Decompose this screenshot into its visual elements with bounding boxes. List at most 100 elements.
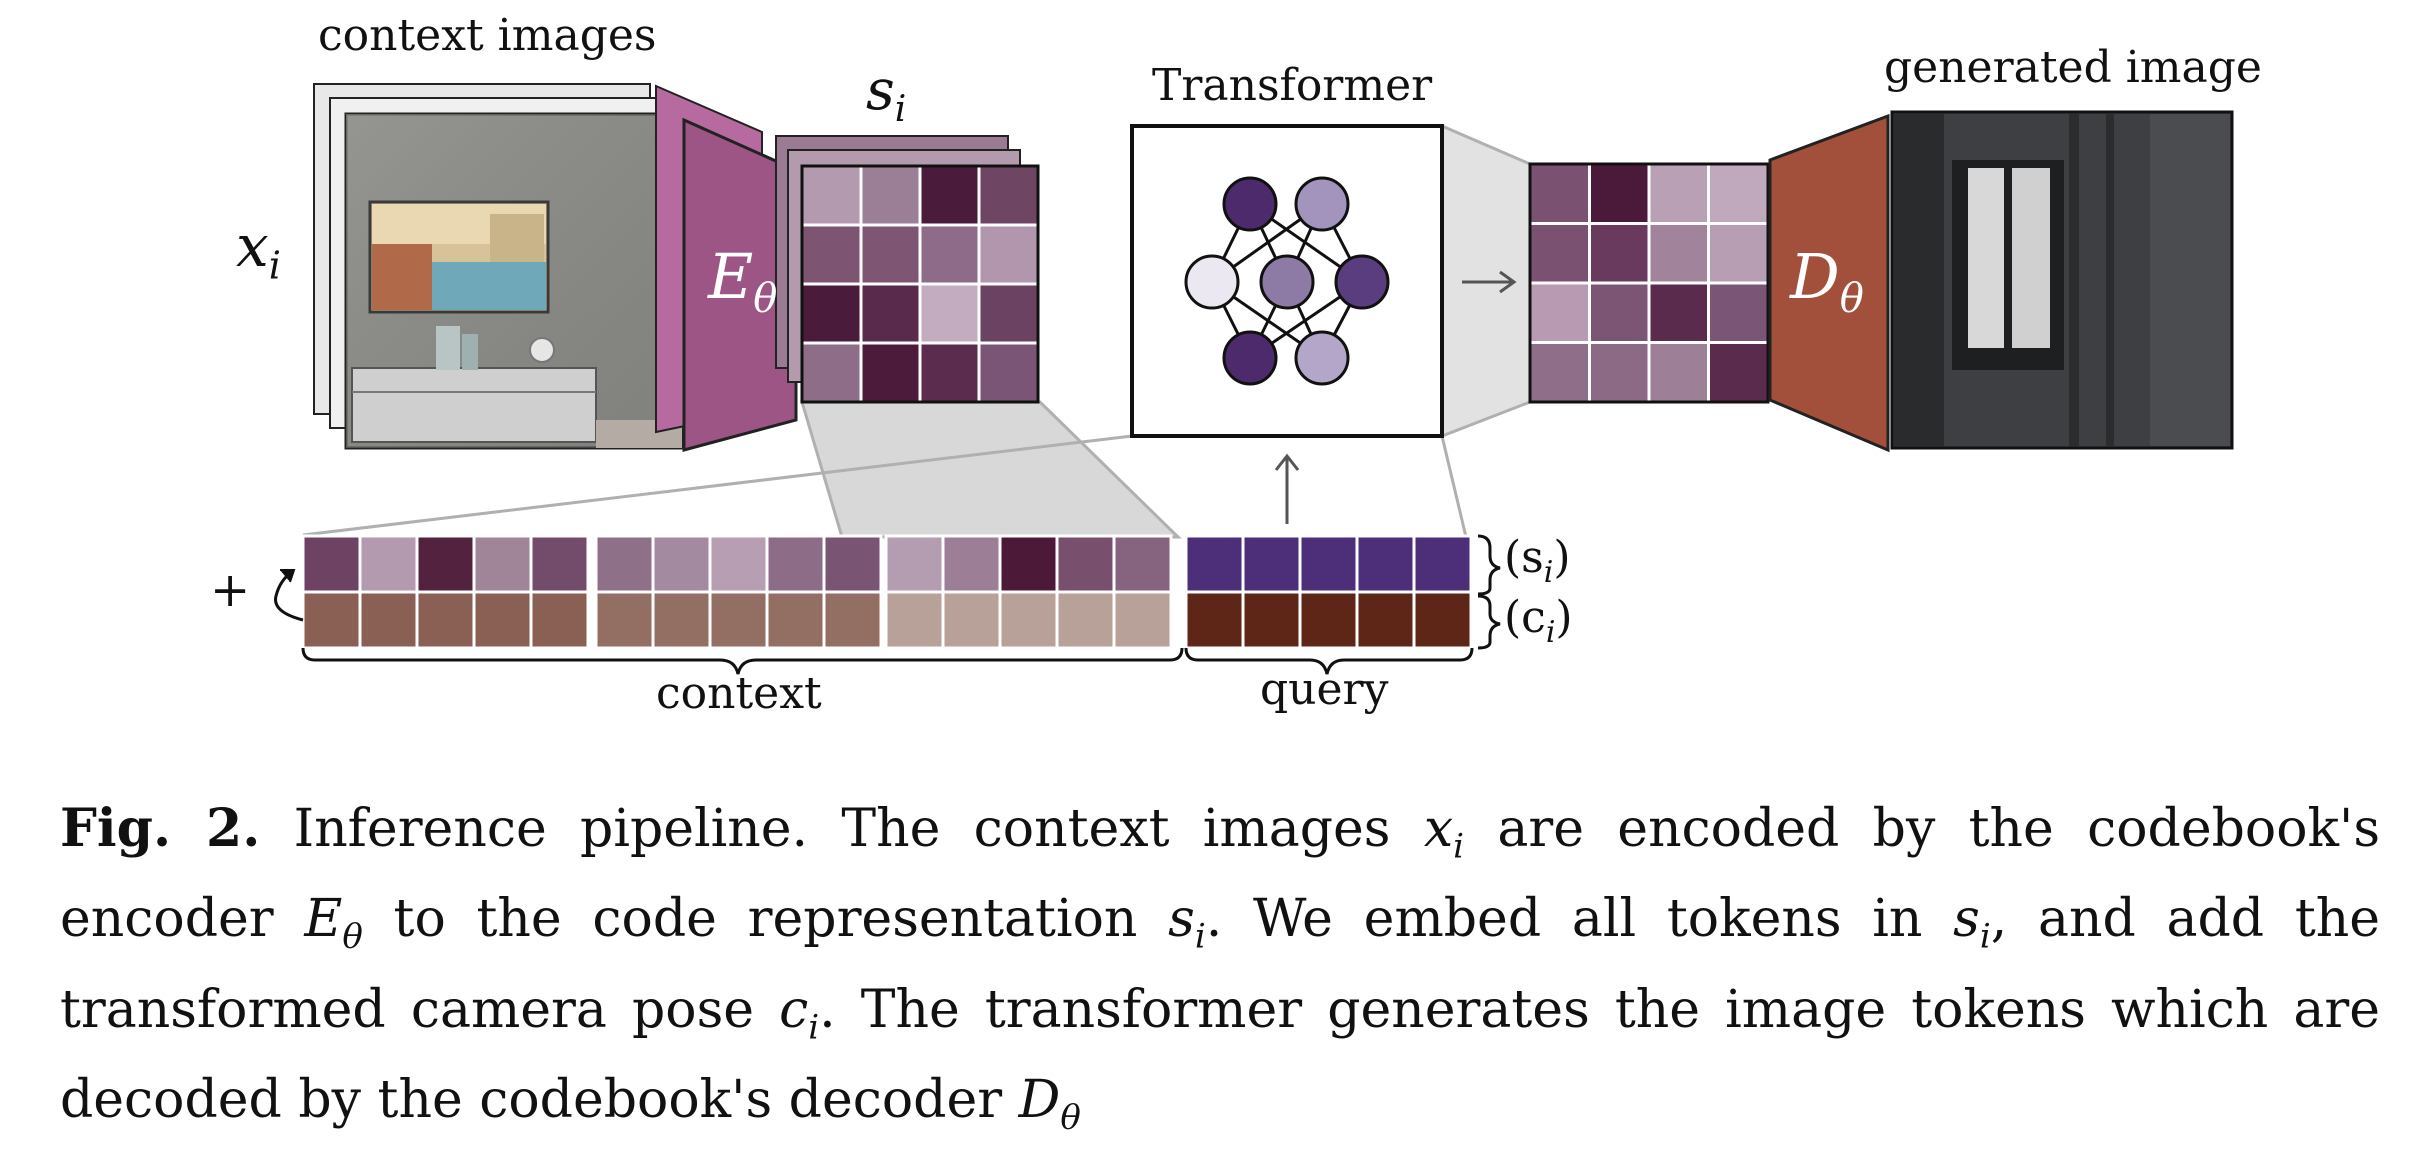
network-node (1294, 176, 1350, 232)
caption-s1-sub: i (1194, 916, 1206, 957)
output-code-grid (1528, 162, 1770, 404)
caption-text-5: , and add the transformed camera pose (60, 889, 2380, 1040)
out-grid-cell (1707, 222, 1770, 285)
s-token (1055, 534, 1116, 594)
c-token (529, 590, 590, 650)
s-token (651, 534, 712, 594)
c-token (822, 590, 883, 650)
query-brace (1184, 647, 1474, 675)
c-token (765, 590, 826, 650)
c-token (651, 590, 712, 650)
c-token (1241, 590, 1302, 650)
transformer-network-icon (1184, 176, 1390, 386)
c-row-label: (ci) (1504, 592, 1573, 650)
s-grid-cell (800, 341, 863, 404)
caption-s1: s (1168, 889, 1195, 950)
out-grid-cell (1647, 281, 1710, 344)
add-loop-arrow (274, 570, 304, 622)
c-token (1355, 590, 1416, 650)
c-token (708, 590, 769, 650)
s-grid-cell (918, 282, 981, 345)
up-arrow (1274, 453, 1300, 524)
s-grid-cell (859, 164, 922, 227)
s-grid-cell (977, 223, 1040, 286)
caption-D-sub: θ (1060, 1097, 1081, 1138)
context-label: context (656, 668, 822, 719)
caption-c: c (779, 979, 809, 1040)
out-grid-cell (1528, 281, 1591, 344)
encoder-label: Eθ (708, 240, 778, 322)
s-token (358, 534, 419, 594)
out-grid-cell (1588, 162, 1651, 225)
context-images-label: context images (318, 10, 657, 61)
s-grid-cell (800, 282, 863, 345)
s-token (822, 534, 883, 594)
s-grid-cell (859, 223, 922, 286)
context-projection-line (302, 434, 1133, 537)
c-brace (1477, 594, 1501, 650)
s-grid-cell (977, 282, 1040, 345)
pipeline-figure: context images xi si Eθ Transformer Dθ g… (210, 10, 2262, 719)
decoder-label: Dθ (1790, 240, 1864, 322)
out-grid-cell (1528, 222, 1591, 285)
out-grid-cell (1707, 162, 1770, 225)
right-arrow (1462, 270, 1517, 294)
s-token (529, 534, 590, 594)
out-grid-cell (1647, 341, 1710, 404)
network-node (1259, 254, 1315, 310)
caption-s2: s (1953, 889, 1980, 950)
s-token (998, 534, 1059, 594)
caption-D: D (1018, 1070, 1061, 1131)
s-token (1184, 534, 1245, 594)
caption-xi-sub: i (1453, 826, 1465, 867)
c-token (998, 590, 1059, 650)
c-token (1298, 590, 1359, 650)
s-grid-cell (977, 164, 1040, 227)
c-token (941, 590, 1002, 650)
network-node (1222, 176, 1278, 232)
s-token (1112, 534, 1173, 594)
caption-text-3: to the code representation (362, 889, 1169, 950)
x-i-label: xi (236, 212, 281, 288)
s-token (1241, 534, 1302, 594)
s-grid-border (800, 164, 1040, 404)
pipeline-diagram (274, 83, 2234, 675)
s-grid-cell (800, 164, 863, 227)
network-node (1294, 330, 1350, 386)
c-token (1055, 590, 1116, 650)
network-node (1184, 254, 1240, 310)
s-grid-cell (918, 164, 981, 227)
out-grid-cell (1528, 162, 1591, 225)
caption-text-2: are encoded by the codebook's encoder (60, 799, 2380, 950)
caption-s2-sub: i (1979, 916, 1991, 957)
s-token (472, 534, 533, 594)
s-token (594, 534, 655, 594)
encoder-shape (682, 117, 798, 452)
caption-text-1: Inference pipeline. The context images (260, 799, 1424, 859)
s-grid-cell (918, 223, 981, 286)
out-grid-cell (1588, 341, 1651, 404)
caption-fig-number: Fig. 2. (60, 798, 261, 859)
c-token (594, 590, 655, 650)
out-grid-cell (1588, 281, 1651, 344)
caption-xi: x (1423, 799, 1454, 859)
add-loop-arrowhead (280, 569, 296, 583)
s-token (941, 534, 1002, 594)
query-projection-line (1440, 435, 1468, 538)
out-grid-cell (1707, 341, 1770, 404)
s-token (1298, 534, 1359, 594)
c-token (1112, 590, 1173, 650)
s-i-label: si (866, 58, 907, 131)
network-node (1334, 254, 1390, 310)
c-token (358, 590, 419, 650)
decoder-shape (1768, 113, 1890, 453)
transformer-label: Transformer (1152, 60, 1433, 111)
generated-image-label: generated image (1884, 42, 2262, 93)
s-token (1412, 534, 1473, 594)
caption-E: E (304, 889, 343, 950)
caption-c-sub: i (808, 1007, 820, 1048)
c-token (301, 590, 362, 650)
s-row-label: (si) (1504, 532, 1571, 590)
c-token (884, 590, 945, 650)
s-code-grid (800, 164, 1040, 404)
